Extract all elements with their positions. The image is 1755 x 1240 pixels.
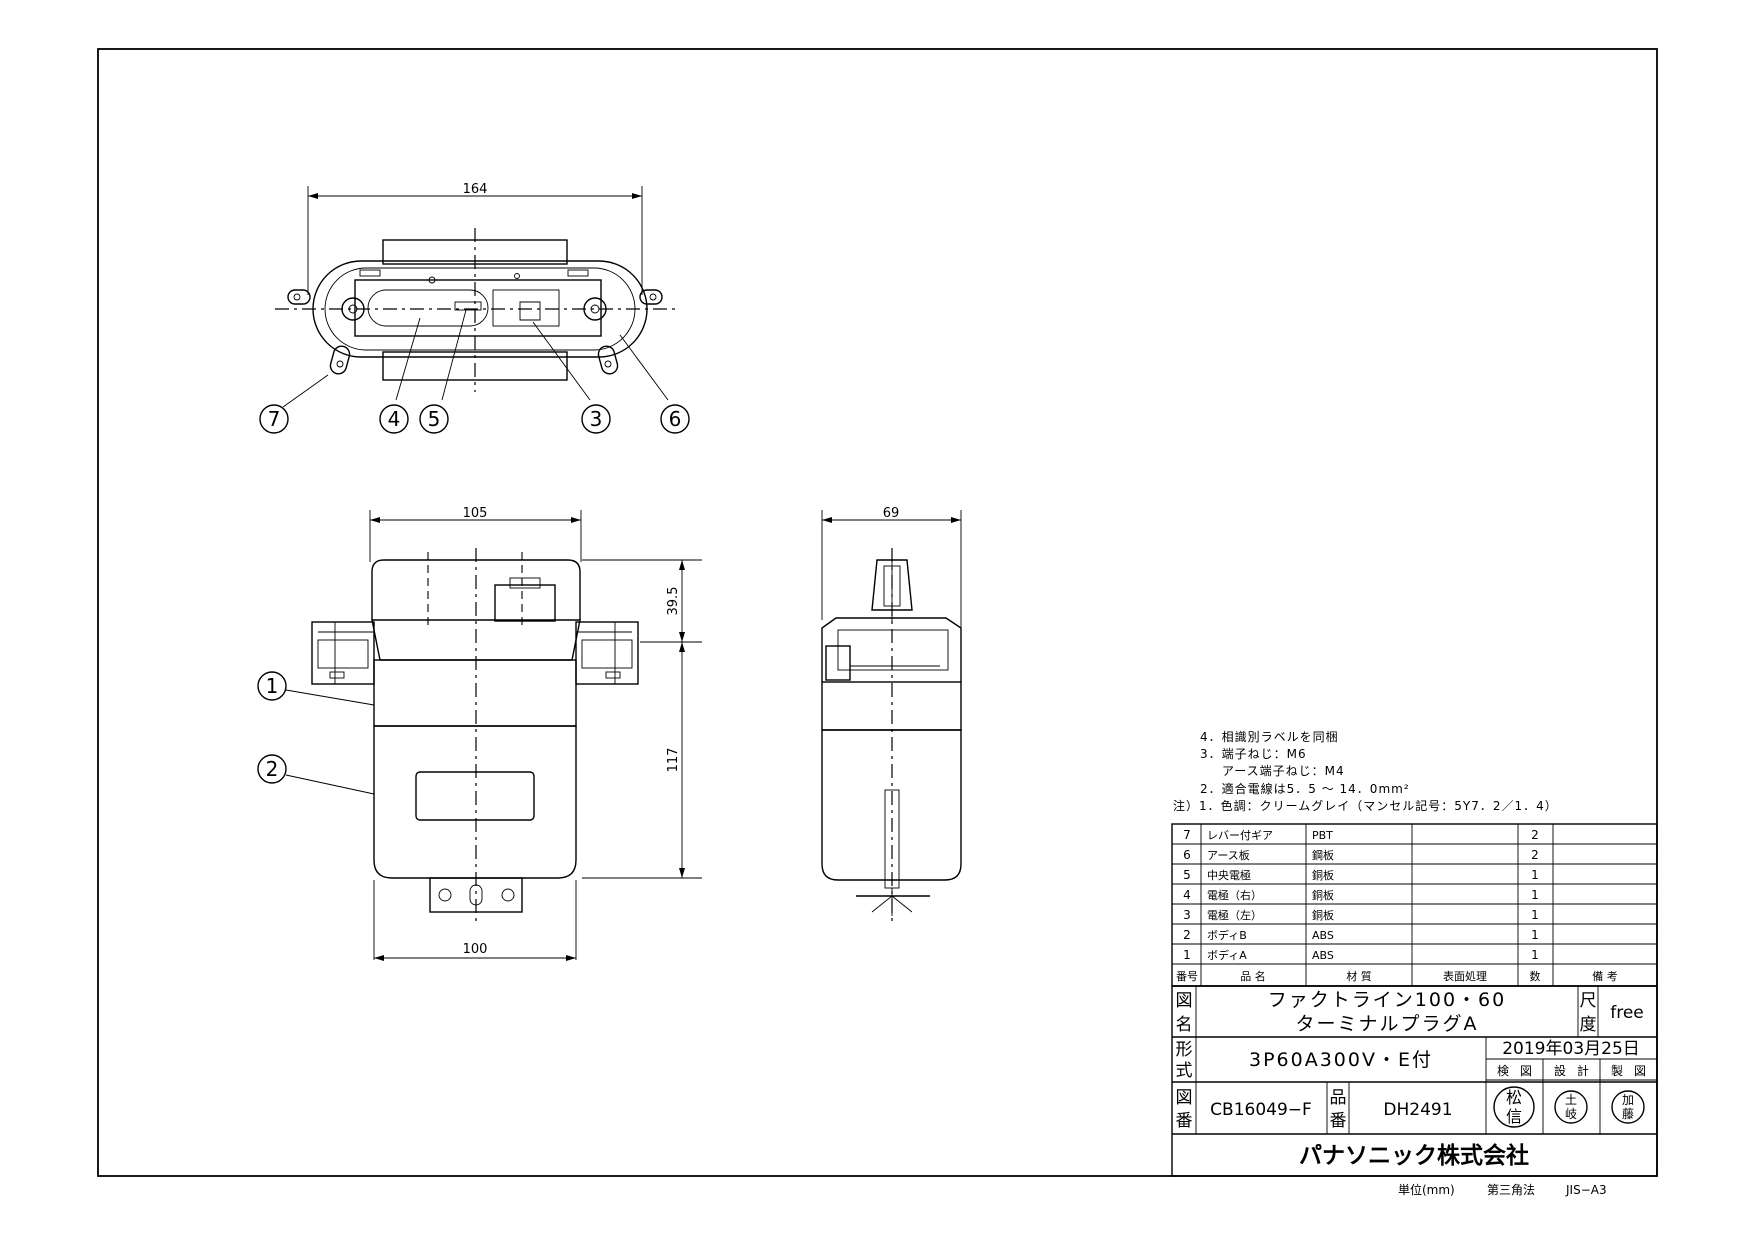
role-check-1: 検 xyxy=(1497,1064,1509,1078)
model-value: 3P60A300V・E付 xyxy=(1249,1049,1433,1071)
balloon-1: 1 xyxy=(266,674,279,698)
stamp-drafter-2: 藤 xyxy=(1622,1107,1634,1121)
th-no: 番号 xyxy=(1176,970,1198,983)
balloon-4: 4 xyxy=(388,407,401,431)
drawing-border xyxy=(97,48,1658,1177)
role-draft-1: 製 xyxy=(1611,1064,1623,1078)
parts-cell-material: PBT xyxy=(1312,829,1333,842)
parts-cell-qty: 2 xyxy=(1531,828,1539,842)
label-name-2: 名 xyxy=(1176,1015,1193,1035)
parts-cell-material: 銅板 xyxy=(1312,908,1334,922)
stamp-designer-1: 土 xyxy=(1565,1093,1577,1107)
side-view: 69 xyxy=(821,506,962,925)
drawing-no: CB16049−F xyxy=(1210,1100,1312,1120)
parts-cell-qty: 1 xyxy=(1531,868,1539,882)
parts-cell-no: 5 xyxy=(1183,868,1191,882)
th-qty: 数 xyxy=(1530,970,1541,983)
th-name: 品 名 xyxy=(1240,969,1266,983)
notes: 4．相識別ラベルを同梱 3．端子ねじ：M6 アース端子ねじ：M4 2．適合電線は… xyxy=(1173,730,1558,813)
stamp-designer-2: 岐 xyxy=(1565,1107,1577,1121)
product-no: DH2491 xyxy=(1383,1100,1452,1120)
role-design-2: 計 xyxy=(1577,1063,1589,1078)
parts-cell-material: ABS xyxy=(1312,929,1334,942)
role-check-2: 図 xyxy=(1520,1064,1532,1078)
dim-height-upper: 39.5 xyxy=(666,587,681,616)
balloon-7: 7 xyxy=(268,407,281,431)
parts-cell-no: 4 xyxy=(1183,888,1191,902)
parts-cell-name: レバー付ギア xyxy=(1207,829,1273,842)
balloon-2: 2 xyxy=(266,757,279,781)
company-name: パナソニック株式会社 xyxy=(1299,1142,1529,1169)
label-model-2: 式 xyxy=(1176,1061,1193,1081)
balloon-5: 5 xyxy=(428,407,441,431)
note-2: 2．適合電線は5．5 ～ 14．0mm² xyxy=(1200,781,1410,796)
label-name-1: 図 xyxy=(1176,991,1193,1011)
note-3-sub: アース端子ねじ：M4 xyxy=(1222,764,1345,778)
stamp-drafter-1: 加 xyxy=(1622,1093,1634,1107)
title-block: 図 名 ファクトライン100・60 ターミナルプラグA 尺 度 free 形 式… xyxy=(1171,985,1658,1177)
drawing-name-line1: ファクトライン100・60 xyxy=(1268,989,1506,1011)
stamp-checker-1: 松 xyxy=(1506,1088,1522,1107)
label-drawing-no-1: 図 xyxy=(1176,1088,1193,1108)
scale-value: free xyxy=(1610,1003,1644,1023)
parts-cell-name: アース板 xyxy=(1207,848,1250,862)
drawing-name-line2: ターミナルプラグA xyxy=(1296,1013,1479,1035)
dim-height-total: 117 xyxy=(666,748,681,773)
parts-cell-material: 銅板 xyxy=(1312,888,1334,902)
date: 2019年03月25日 xyxy=(1502,1039,1640,1059)
th-treatment: 表面処理 xyxy=(1443,969,1487,983)
label-drawing-no-2: 番 xyxy=(1176,1111,1193,1131)
footer-unit: 単位(mm) xyxy=(1398,1182,1455,1197)
parts-cell-qty: 1 xyxy=(1531,928,1539,942)
balloon-6: 6 xyxy=(669,407,682,431)
dim-front-bottom-width: 100 xyxy=(463,942,488,957)
note-1: 注）1．色調：クリームグレイ（マンセル記号：5Y7．2／1．4） xyxy=(1173,798,1558,813)
label-product-no-1: 品 xyxy=(1330,1088,1347,1108)
parts-cell-material: 鋼板 xyxy=(1312,848,1334,862)
parts-cell-qty: 1 xyxy=(1531,908,1539,922)
parts-cell-name: 電極（右） xyxy=(1207,888,1262,902)
th-material: 材 質 xyxy=(1346,969,1372,983)
parts-cell-no: 2 xyxy=(1183,928,1191,942)
label-scale-1: 尺 xyxy=(1580,991,1597,1011)
stamp-checker-2: 信 xyxy=(1506,1107,1522,1126)
top-view: 164 xyxy=(259,182,690,434)
dim-side-width: 69 xyxy=(883,506,900,521)
parts-cell-name: 中央電極 xyxy=(1207,868,1251,882)
parts-cell-name: ボディB xyxy=(1207,928,1247,942)
label-product-no-2: 番 xyxy=(1330,1111,1347,1131)
parts-cell-material: ABS xyxy=(1312,949,1334,962)
front-view: 105 xyxy=(257,506,702,961)
footer: 単位(mm) 第三角法 JIS−A3 xyxy=(1398,1182,1607,1197)
parts-cell-name: 電極（左） xyxy=(1207,908,1262,922)
parts-cell-qty: 2 xyxy=(1531,848,1539,862)
parts-cell-no: 1 xyxy=(1183,948,1191,962)
note-3: 3．端子ねじ：M6 xyxy=(1200,747,1307,761)
footer-projection: 第三角法 xyxy=(1487,1183,1535,1197)
dim-front-top-width: 105 xyxy=(463,506,488,521)
parts-cell-no: 6 xyxy=(1183,848,1191,862)
parts-cell-qty: 1 xyxy=(1531,948,1539,962)
dim-top-width: 164 xyxy=(463,182,488,197)
th-remarks: 備 考 xyxy=(1592,970,1618,983)
footer-paper: JIS−A3 xyxy=(1565,1183,1607,1197)
label-scale-2: 度 xyxy=(1580,1015,1597,1035)
parts-cell-no: 3 xyxy=(1183,908,1191,922)
label-model-1: 形 xyxy=(1176,1040,1193,1060)
role-design-1: 設 xyxy=(1554,1063,1566,1078)
parts-cell-no: 7 xyxy=(1183,828,1191,842)
parts-cell-qty: 1 xyxy=(1531,888,1539,902)
parts-cell-material: 銅板 xyxy=(1312,868,1334,882)
role-draft-2: 図 xyxy=(1634,1064,1646,1078)
balloon-3: 3 xyxy=(590,407,603,431)
note-4: 4．相識別ラベルを同梱 xyxy=(1200,730,1339,744)
parts-cell-name: ボディA xyxy=(1207,948,1247,962)
